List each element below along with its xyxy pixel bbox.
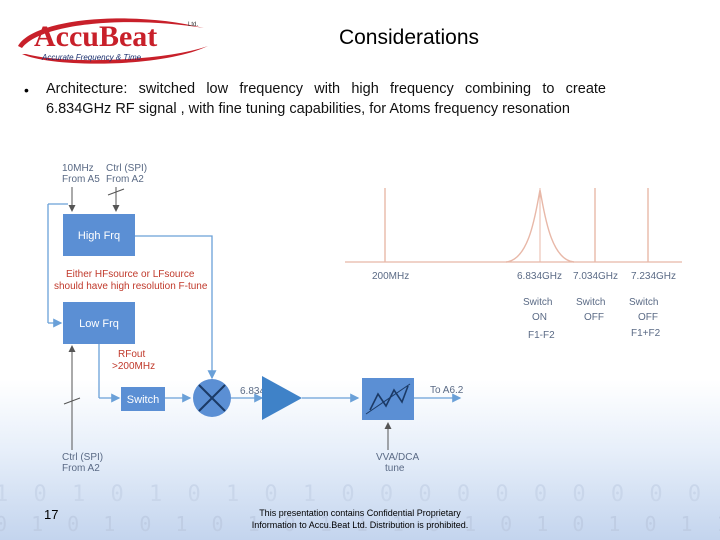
page-number: 17 bbox=[44, 507, 59, 522]
mixer-cross-b bbox=[198, 384, 226, 412]
switch-on-state: ON bbox=[532, 312, 547, 323]
switch-off2-state: OFF bbox=[638, 312, 658, 323]
input-10mhz-label: 10MHz bbox=[62, 163, 94, 174]
slide-title: Considerations bbox=[338, 26, 480, 49]
confidential-note-line2: Information to Accu.Beat Ltd. Distributi… bbox=[251, 520, 469, 530]
bullet-marker: • bbox=[24, 82, 29, 98]
logo-swoosh-bottom bbox=[22, 46, 208, 64]
rfout-label: RFout bbox=[118, 349, 145, 360]
bullet-text: Architecture: switched low frequency wit… bbox=[46, 81, 606, 117]
binary-background: 1 0 1 0 1 0 1 0 1 0 0 0 0 0 0 0 0 0 0 1 … bbox=[0, 482, 720, 507]
switch-off2-label: Switch bbox=[629, 297, 658, 308]
bus-slash-top bbox=[107, 188, 125, 196]
from-a2-bottom-label: From A2 bbox=[62, 463, 100, 474]
spectrum-label-7234: 7.234GHz bbox=[631, 271, 676, 282]
vva-tune-arrow-icon bbox=[365, 383, 411, 415]
architecture-diagram: 10MHz From A5 Ctrl (SPI) From A2 High Fr… bbox=[47, 163, 682, 474]
spectrum-label-6834: 6.834GHz bbox=[517, 271, 562, 282]
switch-off1-label: Switch bbox=[576, 297, 605, 308]
confidential-note: This presentation contains Confidential … bbox=[220, 507, 500, 531]
binary-background: 0 1 0 1 0 1 0 1 0 1 1 1 0 1 0 1 0 1 0 1 … bbox=[0, 512, 720, 536]
amplifier-symbol bbox=[262, 376, 302, 420]
rfout-range-label: >200MHz bbox=[112, 361, 155, 372]
confidential-note-line1: This presentation contains Confidential … bbox=[259, 508, 461, 518]
to-a62-label: To A6.2 bbox=[430, 385, 464, 396]
bus-slash-bottom bbox=[63, 397, 81, 405]
input-from-a2-label: From A2 bbox=[106, 174, 144, 185]
ctrl-spi-bottom-label: Ctrl (SPI) bbox=[62, 452, 103, 463]
vva-dca-label: VVA/DCA bbox=[376, 452, 419, 463]
switch-off2-formula: F1+F2 bbox=[631, 328, 661, 339]
spectrum-label-7034: 7.034GHz bbox=[573, 271, 618, 282]
switch-on-label: Switch bbox=[523, 297, 552, 308]
logo-swoosh-top bbox=[18, 18, 204, 48]
background-gradient bbox=[0, 380, 720, 540]
switch-label: Switch bbox=[127, 394, 159, 406]
logo-suffix: Ltd. bbox=[188, 22, 198, 28]
low-frq-block bbox=[63, 302, 135, 344]
switch-on-formula: F1-F2 bbox=[528, 330, 555, 341]
high-frq-to-mixer bbox=[135, 235, 217, 380]
logo-tagline: Accurate Frequency & Time bbox=[41, 53, 142, 62]
accubeat-logo: AccuBeat Ltd. Accurate Frequency & Time bbox=[18, 18, 208, 64]
spectrum-label-200mhz: 200MHz bbox=[372, 271, 409, 282]
input-ctrl-spi-label: Ctrl (SPI) bbox=[106, 163, 147, 174]
input-from-a5-label: From A5 bbox=[62, 174, 100, 185]
high-frq-block bbox=[63, 214, 135, 256]
switch-block bbox=[121, 387, 165, 411]
high-frq-label: High Frq bbox=[78, 230, 120, 242]
either-note-line2: should have high resolution F-tune bbox=[54, 281, 208, 292]
logo-brand: AccuBeat bbox=[34, 20, 157, 53]
low-frq-label: Low Frq bbox=[79, 318, 119, 330]
vva-tune-label: tune bbox=[385, 463, 405, 474]
switch-off1-state: OFF bbox=[584, 312, 604, 323]
either-note-line1: Either HFsource or LFsource bbox=[66, 269, 195, 280]
